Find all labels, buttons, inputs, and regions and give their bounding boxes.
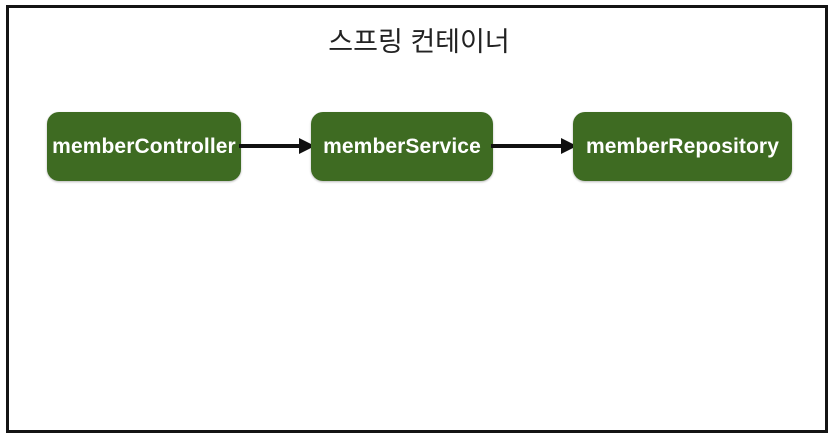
bean-label-member-repository: memberRepository (586, 134, 779, 158)
bean-node-member-repository[interactable]: memberRepository (573, 112, 792, 181)
bean-node-member-service[interactable]: memberService (311, 112, 493, 181)
bean-label-member-controller: memberController (52, 134, 236, 158)
bean-label-member-service: memberService (323, 134, 481, 158)
spring-container-frame (6, 5, 828, 433)
arrow-controller-to-service (239, 132, 315, 160)
bean-node-member-controller[interactable]: memberController (47, 112, 241, 181)
arrow-service-to-repository (491, 132, 577, 160)
container-title: 스프링 컨테이너 (328, 27, 510, 57)
